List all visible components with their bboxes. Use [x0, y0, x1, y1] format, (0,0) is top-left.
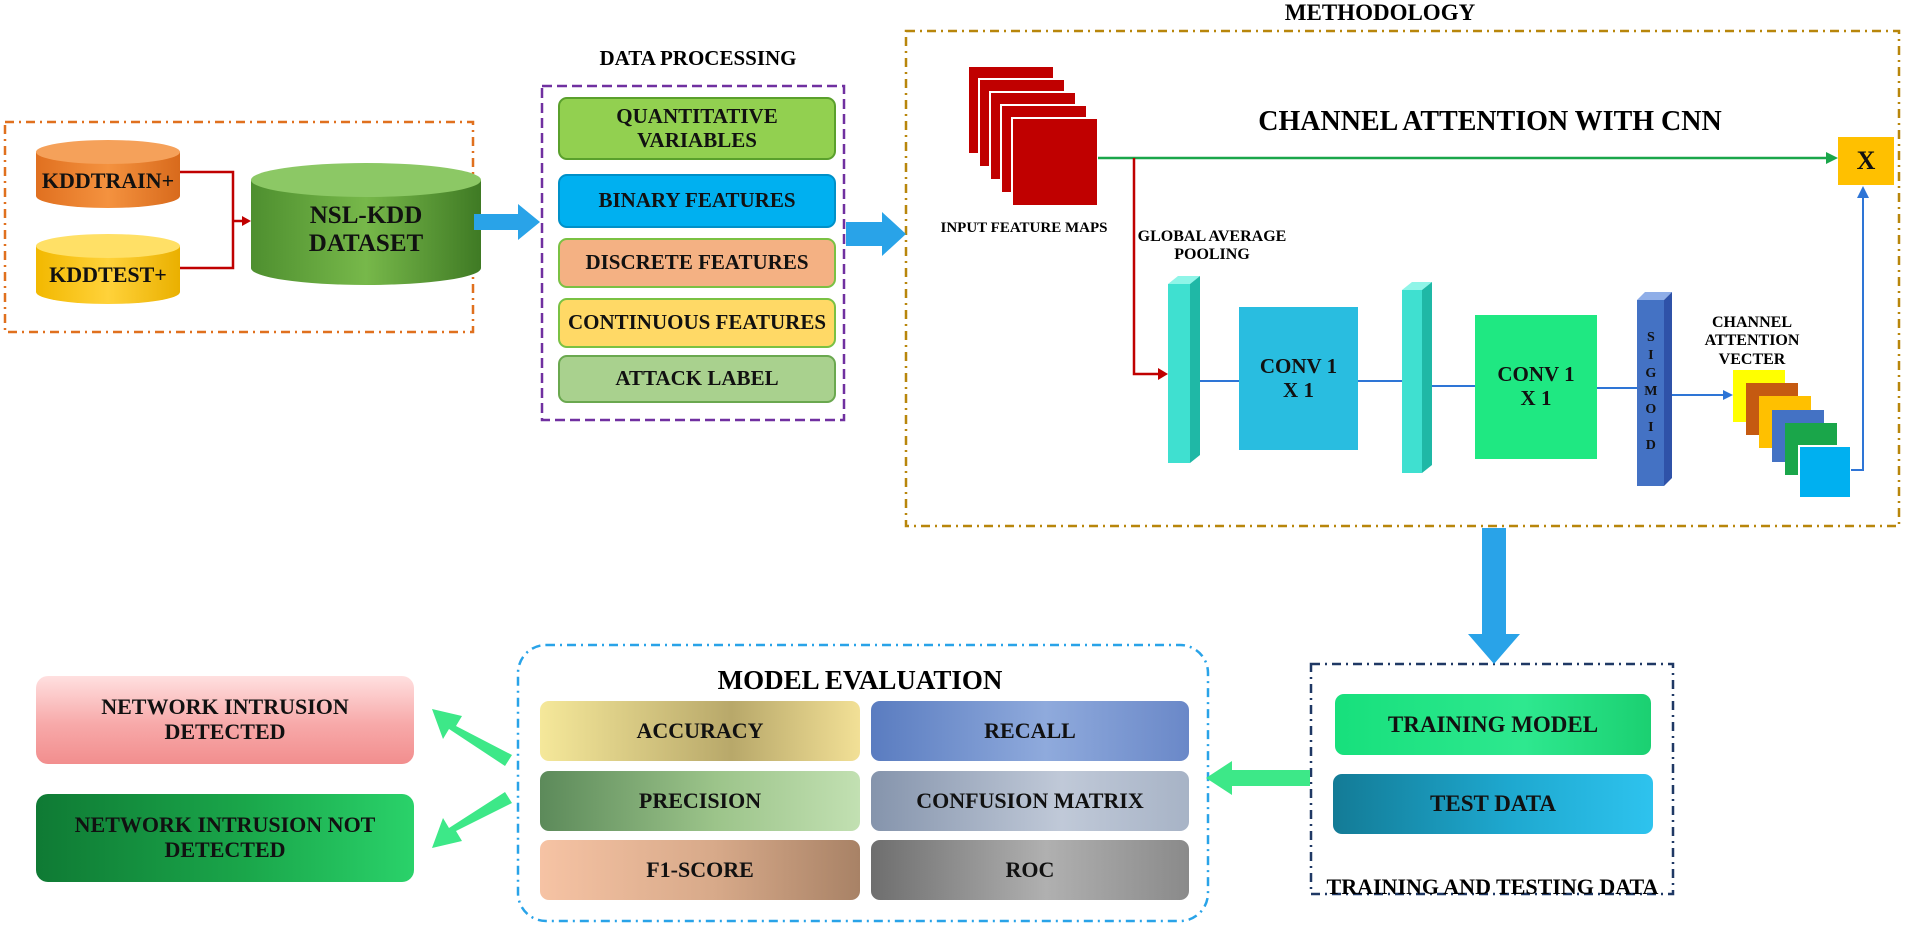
kddtrain-cylinder	[36, 140, 180, 208]
attention-path-line	[1200, 380, 1637, 389]
training-testing-title: TRAINING AND TESTING DATA	[1326, 874, 1659, 899]
multiply-node: X	[1838, 137, 1894, 185]
to-not-detected-arrow	[432, 792, 512, 848]
intrusion-detected-box: NETWORK INTRUSION DETECTED	[36, 676, 414, 764]
channel-attention-title: CHANNEL ATTENTION WITH CNN	[1258, 106, 1722, 137]
test-connector	[180, 221, 235, 270]
methodology-title: METHODOLOGY	[1284, 0, 1476, 25]
to-gap-line	[1132, 158, 1160, 376]
model-evaluation-title: MODEL EVALUATION	[717, 665, 1003, 695]
input-feature-maps-stack	[967, 65, 1099, 207]
test-data-box: TEST DATA	[1333, 774, 1653, 834]
channel-attention-vector-stack	[1733, 370, 1852, 499]
channel-attention-vector-label: CHANNEL ATTENTION VECTER	[1704, 314, 1800, 368]
f1-score-box: F1-SCORE	[540, 840, 860, 900]
training-frame	[1309, 662, 1675, 896]
dataset-to-processing-arrow	[474, 204, 540, 240]
processing-to-methodology-arrow	[846, 212, 906, 256]
precision-box: PRECISION	[540, 771, 860, 831]
data-processing-frame	[540, 84, 846, 422]
methodology-frame	[904, 29, 1901, 528]
kddtest-cylinder	[36, 234, 180, 304]
methodology-to-training-arrow	[1468, 528, 1520, 664]
training-model-box: TRAINING MODEL	[1335, 694, 1651, 755]
quantitative-variables-box: QUANTITATIVE VARIABLES	[558, 97, 836, 160]
roc-box: ROC	[871, 840, 1189, 900]
gap-bar	[1168, 276, 1200, 463]
discrete-features-box: DISCRETE FEATURES	[558, 238, 836, 288]
kddtrain-label: KDDTRAIN+	[41, 167, 175, 193]
recall-box: RECALL	[871, 701, 1189, 761]
nsl-kdd-cylinder	[251, 163, 481, 285]
attack-label-box: ATTACK LABEL	[558, 355, 836, 403]
evaluation-frame	[516, 643, 1210, 923]
train-connector	[180, 170, 235, 221]
sigmoid-bar: SIGMOID	[1637, 300, 1664, 486]
binary-features-box: BINARY FEATURES	[558, 174, 836, 228]
continuous-features-box: CONTINUOUS FEATURES	[558, 298, 836, 348]
gap-label: GLOBAL AVERAGE POOLING	[1137, 228, 1287, 264]
intrusion-not-detected-box: NETWORK INTRUSION NOT DETECTED	[36, 794, 414, 882]
middle-bar	[1402, 282, 1432, 473]
conv2-block: CONV 1 X 1	[1475, 315, 1597, 459]
confusion-matrix-box: CONFUSION MATRIX	[871, 771, 1189, 831]
training-to-evaluation-arrow	[1206, 761, 1310, 795]
kddtest-label: KDDTEST+	[49, 261, 167, 287]
nsl-kdd-label: NSL-KDD DATASET	[308, 202, 424, 257]
data-processing-title: DATA PROCESSING	[599, 46, 797, 70]
input-feature-maps-label: INPUT FEATURE MAPS	[940, 220, 1108, 236]
vector-to-multiply-line	[1851, 194, 1864, 471]
conv1-block: CONV 1 X 1	[1239, 307, 1358, 450]
accuracy-box: ACCURACY	[540, 701, 860, 761]
to-detected-arrow	[432, 709, 512, 766]
